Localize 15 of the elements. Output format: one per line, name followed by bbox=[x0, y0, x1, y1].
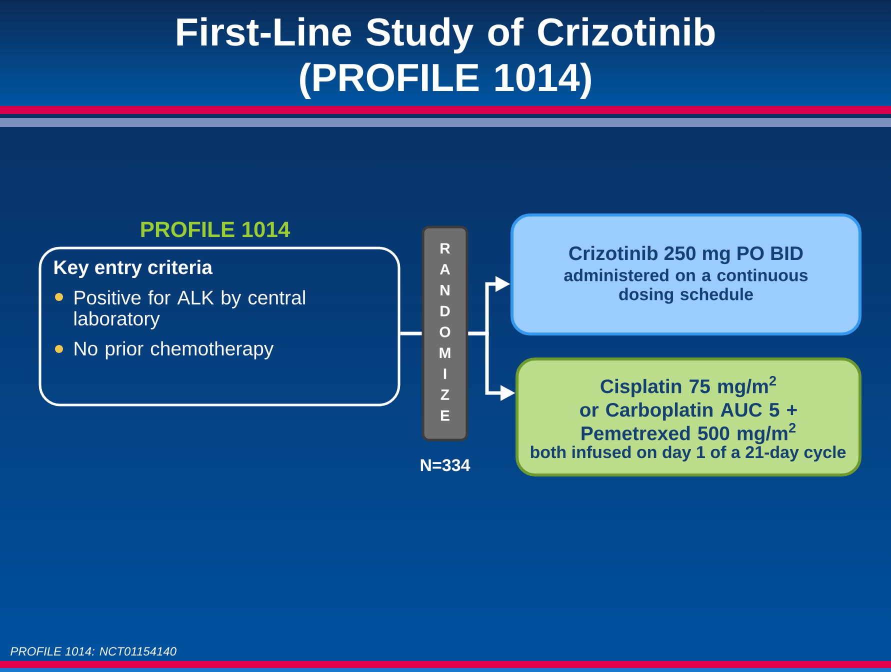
trial-heading: PROFILE 1014 bbox=[141, 222, 290, 238]
criteria-heading: Key entry criteria bbox=[54, 260, 213, 278]
footnote: PROFILE 1014: NCT01154140 bbox=[10, 647, 176, 656]
sample-size-label: N=334 bbox=[420, 459, 470, 472]
bullet-text: Positive for ALK by central laboratory bbox=[74, 290, 305, 330]
connector-line bbox=[400, 332, 422, 336]
regimen-title: Crizotinib 250 mg PO BID bbox=[569, 246, 803, 264]
regimen-title: Cisplatin 75 mg/m$^{2}$ or Carboplatin AUC 5 + Pemetrexed 500 mg/m$^{2}$ bbox=[580, 376, 797, 444]
bullet-text: No prior chemotherapy bbox=[74, 341, 274, 360]
slide-title: First-Line Study of Crizotinib (PROFILE 1014) bbox=[177, 17, 715, 100]
treatment-box bbox=[510, 214, 862, 336]
treatment-box bbox=[516, 358, 862, 476]
randomize-label: R A N D O M I Z E bbox=[440, 243, 450, 421]
regimen-detail: administered on a continuous dosing schedule bbox=[564, 268, 808, 304]
regimen-detail: both infused on day 1 of a 21-day cycle bbox=[530, 446, 846, 462]
